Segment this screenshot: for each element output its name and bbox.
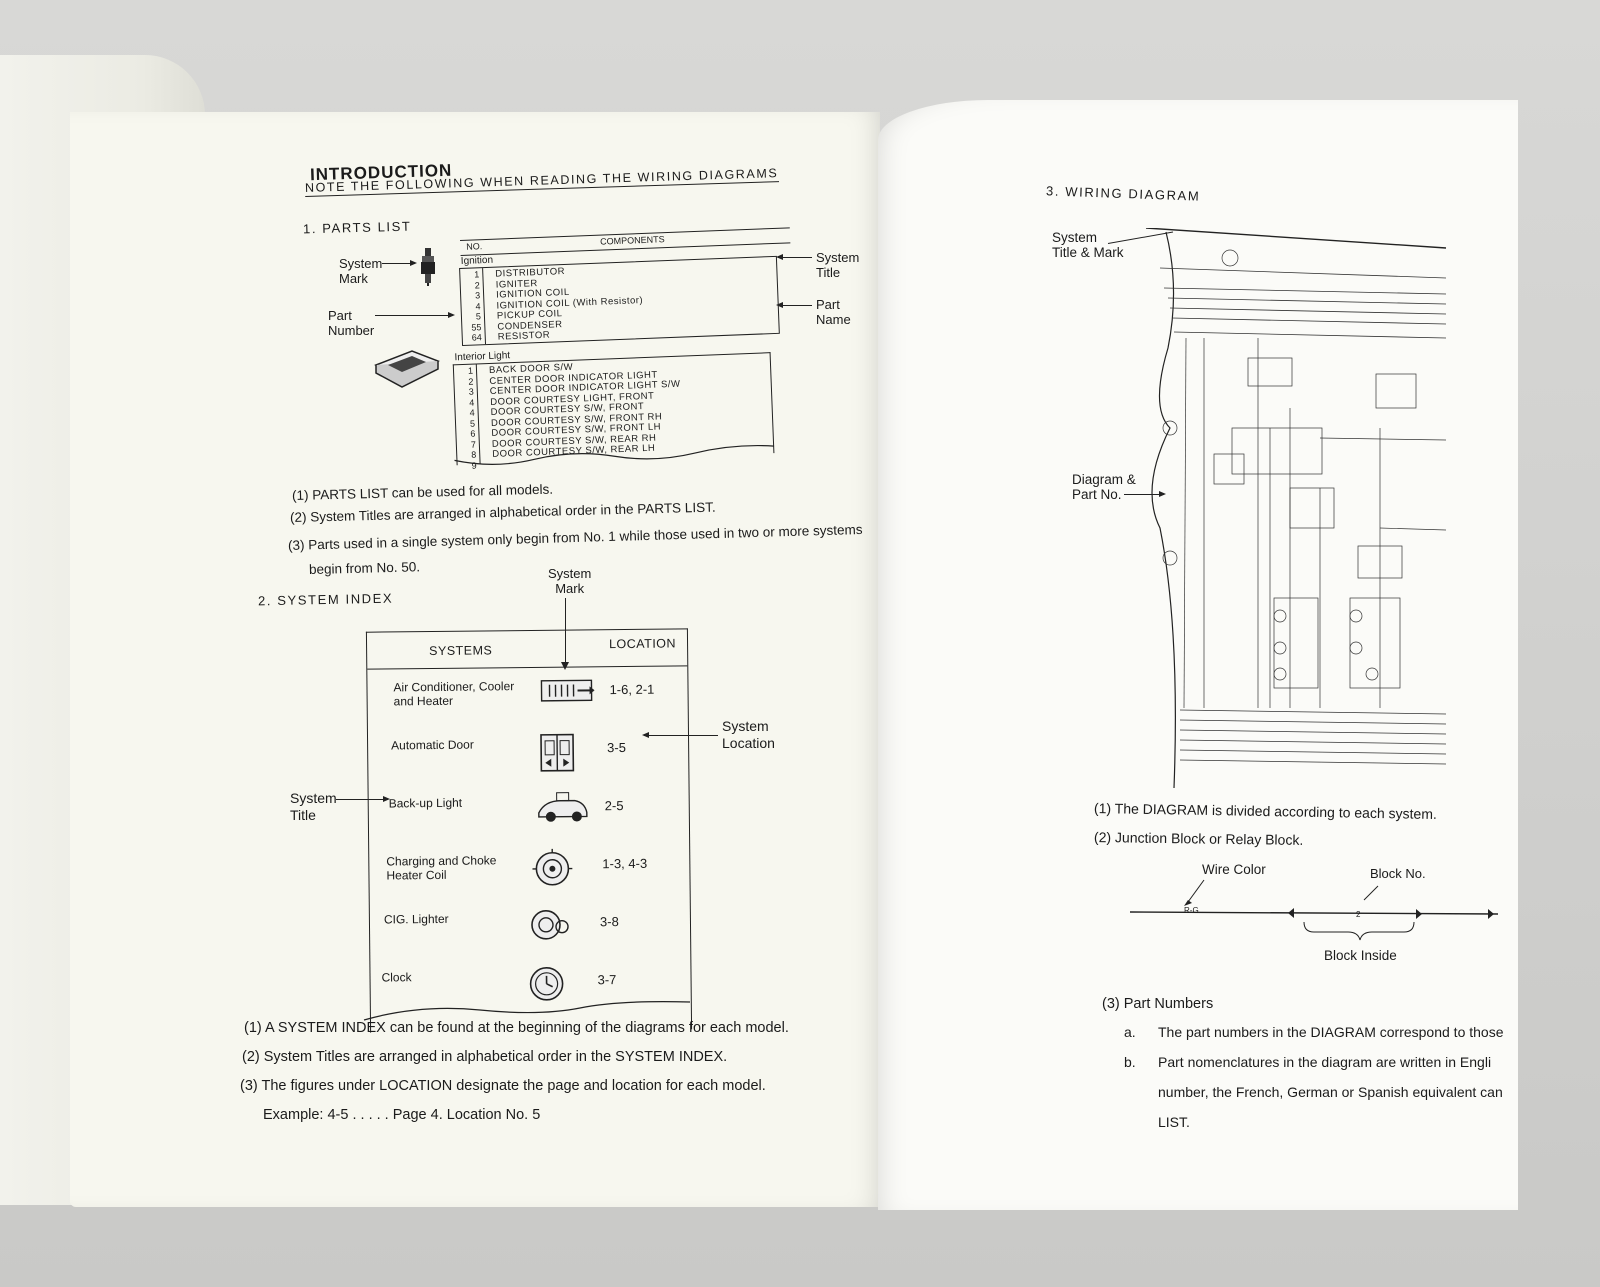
- right-page: [878, 100, 1518, 1210]
- clock-icon: [527, 965, 565, 1008]
- part-number: 55: [471, 321, 482, 333]
- index-system-name: Back-up Light: [388, 795, 463, 811]
- part-number: 5: [475, 311, 482, 322]
- part-number: 2: [468, 376, 474, 387]
- part-number: 2: [474, 279, 480, 290]
- spark-plug-icon: [416, 248, 442, 291]
- block-code: 2: [1356, 910, 1361, 919]
- callout-arrow: [776, 254, 812, 260]
- col-components: COMPONENTS: [599, 234, 665, 247]
- callout-system-mark: System Mark: [339, 256, 383, 286]
- section-system-index: 2. SYSTEM INDEX: [257, 590, 394, 609]
- index-location: 3-8: [599, 914, 619, 930]
- part-name: RESISTOR: [497, 329, 551, 343]
- part-number: 1: [467, 365, 474, 376]
- part-number: 4: [469, 397, 475, 408]
- part-number: 3: [474, 290, 481, 301]
- part-number: 4: [475, 300, 481, 311]
- note-index-example: Example: 4-5 . . . . . Page 4. Location …: [263, 1107, 541, 1123]
- part-numbers-marker: b.: [1124, 1054, 1136, 1070]
- callout-arrow: [776, 302, 812, 308]
- index-row: CIG. Lighter 3-8: [370, 901, 691, 962]
- wire-code: R-G: [1184, 906, 1199, 915]
- label-wire-color: Wire Color: [1202, 862, 1266, 877]
- index-row: Back-up Light 2-5: [369, 785, 690, 846]
- index-system-name: Charging and Choke Heater Coil: [386, 853, 497, 883]
- note-index-2: (2) System Titles are arranged in alphab…: [242, 1049, 728, 1065]
- automatic-door-icon: [537, 732, 577, 777]
- index-row: Automatic Door 3-5: [368, 727, 689, 788]
- cigarette-lighter-icon: [530, 907, 570, 948]
- index-location: 1-6, 2-1: [609, 681, 655, 698]
- part-numbers-note: LIST.: [1158, 1114, 1190, 1130]
- system-index-table: SYSTEMS LOCATION Air Conditioner, Cooler…: [365, 628, 693, 1033]
- callout-index-system-mark: System Mark: [548, 566, 592, 596]
- section-part-numbers: (3) Part Numbers: [1102, 996, 1214, 1012]
- part-number: 64: [471, 332, 482, 343]
- callout-arrow: [642, 732, 718, 738]
- note-index-3: (3) The figures under LOCATION designate…: [240, 1078, 766, 1094]
- index-location: 2-5: [604, 798, 624, 814]
- label-block-no: Block No.: [1370, 866, 1426, 881]
- part-numbers-note: The part numbers in the DIAGRAM correspo…: [1158, 1024, 1504, 1040]
- group-interior-light: Interior Light: [454, 350, 511, 364]
- interior-light-icon: [372, 347, 442, 396]
- col-no: NO.: [466, 241, 483, 252]
- note-wiring-2: (2) Junction Block or Relay Block.: [1093, 829, 1304, 848]
- part-numbers-note: number, the French, German or Spanish eq…: [1158, 1084, 1503, 1100]
- callout-index-system-title: System Title: [290, 790, 337, 823]
- torn-edge: [454, 444, 775, 465]
- alternator-icon: [532, 848, 573, 894]
- index-location: 1-3, 4-3: [602, 855, 648, 872]
- callout-system-title: System Title: [816, 250, 860, 280]
- index-system-name: CIG. Lighter: [383, 911, 449, 927]
- part-number: 6: [470, 428, 476, 439]
- index-table-header: SYSTEMS LOCATION: [366, 629, 688, 670]
- callout-arrow: [1124, 491, 1166, 497]
- col-location: LOCATION: [608, 636, 677, 652]
- index-location: 3-5: [607, 739, 627, 756]
- air-conditioner-icon: [539, 674, 595, 710]
- callout-arrow: [375, 312, 455, 318]
- callout-part-name: Part Name: [816, 297, 851, 327]
- part-numbers-note: Part nomenclatures in the diagram are wr…: [1158, 1054, 1492, 1070]
- callout-arrow: [382, 260, 417, 266]
- part-number: 1: [474, 269, 480, 280]
- col-systems: SYSTEMS: [429, 643, 493, 659]
- index-location: 3-7: [597, 972, 617, 988]
- index-row: Air Conditioner, Cooler and Heater 1-6, 2…: [367, 669, 688, 730]
- section-parts-list: 1. PARTS LIST: [302, 218, 412, 237]
- part-number: 3: [468, 386, 475, 397]
- index-row: Clock 3-7: [370, 959, 691, 1020]
- note-index-1: (1) A SYSTEM INDEX can be found at the b…: [244, 1020, 789, 1036]
- junction-block-diagram: [1129, 879, 1498, 941]
- index-row: Charging and Choke Heater Coil 1-3, 4-3: [369, 843, 690, 904]
- note-parts-4: begin from No. 50.: [308, 559, 421, 577]
- left-page: [70, 112, 880, 1207]
- part-numbers-marker: a.: [1124, 1024, 1136, 1040]
- wiring-diagram: [1145, 228, 1447, 788]
- group-ignition: Ignition: [460, 254, 494, 267]
- index-system-name: Clock: [381, 970, 412, 985]
- torn-edge: [363, 1001, 691, 1021]
- label-block-inside: Block Inside: [1324, 948, 1397, 963]
- arrow-head: [561, 662, 569, 670]
- part-number: 5: [469, 418, 476, 429]
- callout-diagram-part-no: Diagram & Part No.: [1072, 472, 1136, 502]
- index-system-name: Air Conditioner, Cooler and Heater: [393, 679, 515, 709]
- callout-arrow-vertical: [565, 598, 566, 666]
- index-system-name: Automatic Door: [391, 737, 474, 753]
- callout-system-location: System Location: [722, 718, 775, 751]
- backup-light-icon: [535, 790, 591, 830]
- callout-arrow: [336, 796, 390, 802]
- callout-system-title-mark: System Title & Mark: [1052, 230, 1124, 260]
- part-number: 4: [469, 407, 475, 418]
- callout-part-number: Part Number: [328, 308, 375, 338]
- part-number: 7: [470, 439, 477, 450]
